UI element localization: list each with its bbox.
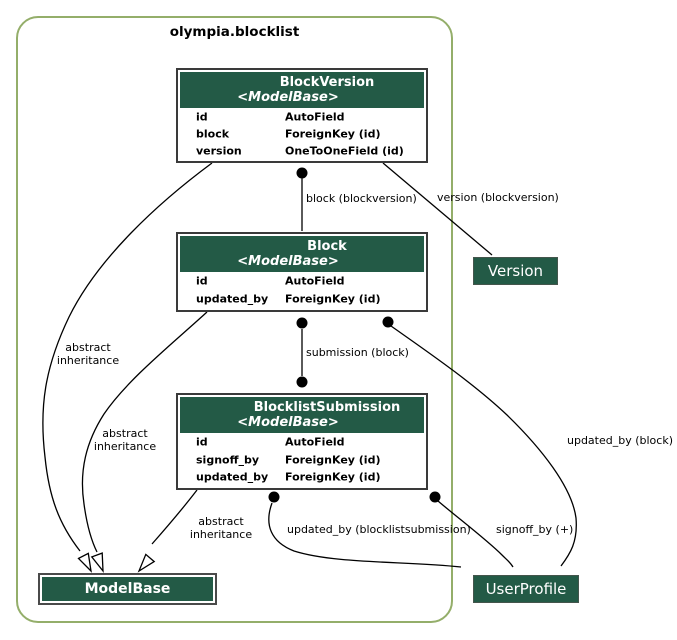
inheritance-label-line1: abstract bbox=[102, 427, 148, 440]
edge-version-o2o: version (blockversion) bbox=[382, 162, 559, 256]
model-base: <ModelBase> bbox=[237, 415, 339, 430]
fk-origin-dot-icon bbox=[382, 316, 394, 328]
field-row: version OneToOneField (id) bbox=[180, 142, 424, 159]
fk-origin-dot-icon bbox=[268, 491, 280, 503]
edge-updated-by-bls: updated_by (blocklistsubmission) bbox=[268, 491, 471, 568]
app-cluster-border bbox=[16, 16, 453, 623]
field-type: ForeignKey (id) bbox=[285, 470, 381, 484]
node-modelbase: ModelBase bbox=[38, 573, 217, 605]
field-type: OneToOneField (id) bbox=[285, 144, 404, 157]
field-name: id bbox=[196, 274, 208, 288]
field-name: updated_by bbox=[196, 292, 269, 306]
field-name: signoff_by bbox=[196, 453, 260, 466]
edge-inheritance-blocklistsubmission: abstract inheritance bbox=[137, 489, 252, 573]
node-version: Version bbox=[473, 257, 558, 285]
field-row: id AutoField bbox=[180, 108, 424, 125]
model-name: BlocklistSubmission bbox=[253, 400, 401, 415]
field-name: id bbox=[196, 110, 208, 123]
edge-signoff-by: signoff_by (+) bbox=[429, 491, 573, 568]
field-row: id AutoField bbox=[180, 272, 424, 290]
model-header: Block <ModelBase> bbox=[180, 236, 424, 272]
field-type: ForeignKey (id) bbox=[285, 292, 381, 306]
model-name: Block bbox=[307, 239, 347, 254]
field-name: block bbox=[196, 127, 230, 140]
edge-label-version-o2o: version (blockversion) bbox=[437, 191, 559, 204]
cluster-title: olympia.blocklist bbox=[169, 24, 300, 40]
inheritance-label-line2: inheritance bbox=[190, 528, 252, 541]
inheritance-arrowhead-icon bbox=[137, 553, 156, 573]
inheritance-arrowhead-icon bbox=[90, 552, 104, 573]
fk-origin-dot-icon bbox=[296, 167, 308, 179]
field-type: ForeignKey (id) bbox=[285, 127, 381, 140]
model-fields: id AutoField signoff_by ForeignKey (id) … bbox=[180, 433, 424, 486]
model-fields: id AutoField updated_by ForeignKey (id) bbox=[180, 272, 424, 308]
field-row: block ForeignKey (id) bbox=[180, 125, 424, 142]
model-table-blockversion: BlockVersion <ModelBase> id AutoField bl… bbox=[176, 68, 428, 163]
model-fields: id AutoField block ForeignKey (id) versi… bbox=[180, 108, 424, 159]
field-row: id AutoField bbox=[180, 433, 424, 451]
dot-icon bbox=[296, 376, 308, 388]
inheritance-label-line2: inheritance bbox=[94, 440, 156, 453]
field-type: AutoField bbox=[285, 110, 345, 123]
dot-icon bbox=[296, 317, 308, 329]
edge-updated-by-block: updated_by (block) bbox=[382, 316, 673, 567]
model-table-block: Block <ModelBase> id AutoField updated_b… bbox=[176, 232, 428, 312]
field-row: updated_by ForeignKey (id) bbox=[180, 468, 424, 486]
edge-label-submission: submission (block) bbox=[306, 346, 409, 359]
field-name: id bbox=[196, 435, 208, 449]
node-userprofile: UserProfile bbox=[473, 575, 579, 603]
field-name: version bbox=[196, 144, 242, 157]
edge-inheritance-blockversion: abstract inheritance bbox=[42, 162, 213, 573]
inheritance-label-line1: abstract bbox=[65, 341, 111, 354]
edge-label-updated-by-block: updated_by (block) bbox=[567, 434, 673, 447]
edge-inheritance-block: abstract inheritance bbox=[81, 311, 208, 573]
edge-label-block-fk: block (blockversion) bbox=[306, 192, 417, 205]
model-base: <ModelBase> bbox=[237, 90, 339, 105]
inheritance-label-line1: abstract bbox=[198, 515, 244, 528]
model-header: BlockVersion <ModelBase> bbox=[180, 72, 424, 108]
model-base: <ModelBase> bbox=[237, 254, 339, 269]
field-type: ForeignKey (id) bbox=[285, 453, 381, 466]
field-name: updated_by bbox=[196, 470, 269, 484]
field-row: signoff_by ForeignKey (id) bbox=[180, 451, 424, 469]
field-row: updated_by ForeignKey (id) bbox=[180, 290, 424, 308]
inheritance-arrowhead-icon bbox=[77, 552, 92, 573]
field-type: AutoField bbox=[285, 435, 345, 449]
model-name: BlockVersion bbox=[279, 75, 375, 90]
edge-block-fk: block (blockversion) bbox=[296, 167, 417, 231]
model-header: BlocklistSubmission <ModelBase> bbox=[180, 397, 424, 433]
model-table-blocklistsubmission: BlocklistSubmission <ModelBase> id AutoF… bbox=[176, 393, 428, 490]
edge-label-signoff-by: signoff_by (+) bbox=[496, 523, 573, 536]
fk-origin-dot-icon bbox=[429, 491, 441, 503]
inheritance-label-line2: inheritance bbox=[57, 354, 119, 367]
field-type: AutoField bbox=[285, 274, 345, 288]
edge-submission: submission (block) bbox=[296, 317, 409, 388]
edge-label-updated-by-bls: updated_by (blocklistsubmission) bbox=[287, 523, 471, 536]
